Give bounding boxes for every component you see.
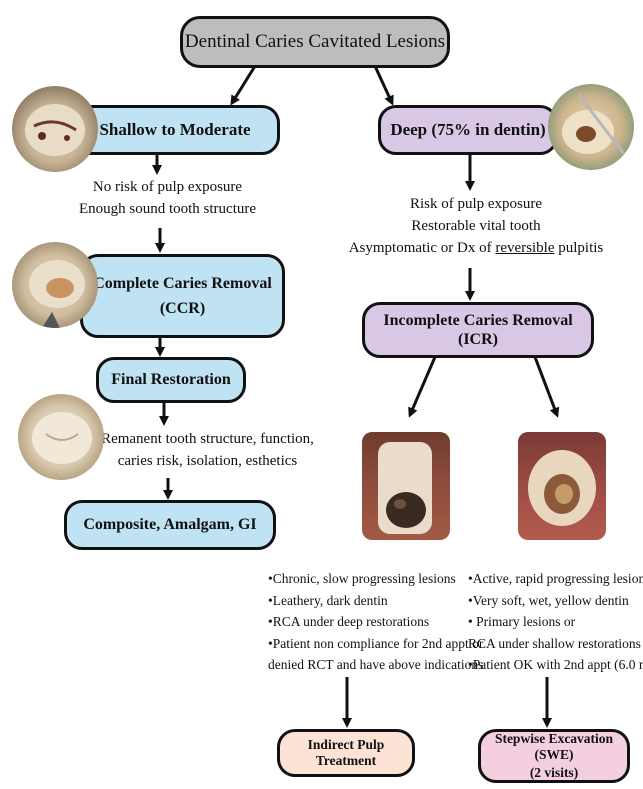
arrow-icr-to-swe [535, 357, 557, 415]
tooth-deep-caries-photo [548, 84, 634, 170]
materials-box: Composite, Amalgam, GI [64, 500, 276, 550]
ipt-box: Indirect Pulp Treatment [277, 729, 415, 777]
arrow-icr-to-ipt [410, 357, 435, 415]
tooth-active-lesion-photo [518, 432, 606, 540]
final-restoration-box: Final Restoration [96, 357, 246, 403]
indication-line: •Chronic, slow progressing lesions [268, 568, 483, 590]
indication-line: RCA under shallow restorations [468, 633, 643, 655]
indication-line: •Very soft, wet, yellow dentin [468, 590, 643, 612]
indication-line: •RCA under deep restorations [268, 611, 483, 633]
deep-criterion: Restorable vital tooth [345, 215, 607, 237]
restoration-factors: Remanent tooth structure, function, cari… [100, 428, 315, 472]
deep-box: Deep (75% in dentin) [378, 105, 558, 155]
indication-line: •Leathery, dark dentin [268, 590, 483, 612]
icr-box: Incomplete Caries Removal (ICR) [362, 302, 594, 358]
tooth-caries-removal-photo [12, 242, 98, 328]
tooth-dark-lesion-photo [362, 432, 450, 540]
swe-box: Stepwise Excavation (SWE) (2 visits) [478, 729, 630, 783]
tooth-final-restoration-photo [18, 394, 104, 480]
ccr-box: Complete Caries Removal (CCR) [80, 254, 285, 338]
indication-line: denied RCT and have above indications [268, 654, 483, 676]
title-text: Dentinal Caries Cavitated Lesions [185, 31, 445, 54]
tooth-shallow-caries-photo [12, 86, 98, 172]
indication-line: •Patient OK with 2nd appt (6.0 mo) [468, 654, 643, 676]
shallow-criterion: Enough sound tooth structure [55, 198, 280, 220]
shallow-criterion: No risk of pulp exposure [55, 176, 280, 198]
deep-criterion: Asymptomatic or Dx of reversible pulpiti… [345, 237, 607, 259]
factor-line: Remanent tooth structure, function, [100, 428, 315, 450]
deep-criteria: Risk of pulp exposure Restorable vital t… [345, 193, 607, 259]
arrow-title-to-deep [375, 66, 392, 103]
indication-line: • Primary lesions or [468, 611, 643, 633]
deep-criterion: Risk of pulp exposure [345, 193, 607, 215]
ipt-indications: •Chronic, slow progressing lesions •Leat… [268, 568, 483, 676]
indication-line: •Patient non compliance for 2nd appt or [268, 633, 483, 655]
shallow-moderate-box: Shallow to Moderate [70, 105, 280, 155]
swe-indications: •Active, rapid progressing lesions •Very… [468, 568, 643, 676]
factor-line: caries risk, isolation, esthetics [100, 450, 315, 472]
arrow-title-to-shallow [232, 66, 255, 103]
shallow-criteria: No risk of pulp exposure Enough sound to… [55, 176, 280, 220]
indication-line: •Active, rapid progressing lesions [468, 568, 643, 590]
title-box: Dentinal Caries Cavitated Lesions [180, 16, 450, 68]
